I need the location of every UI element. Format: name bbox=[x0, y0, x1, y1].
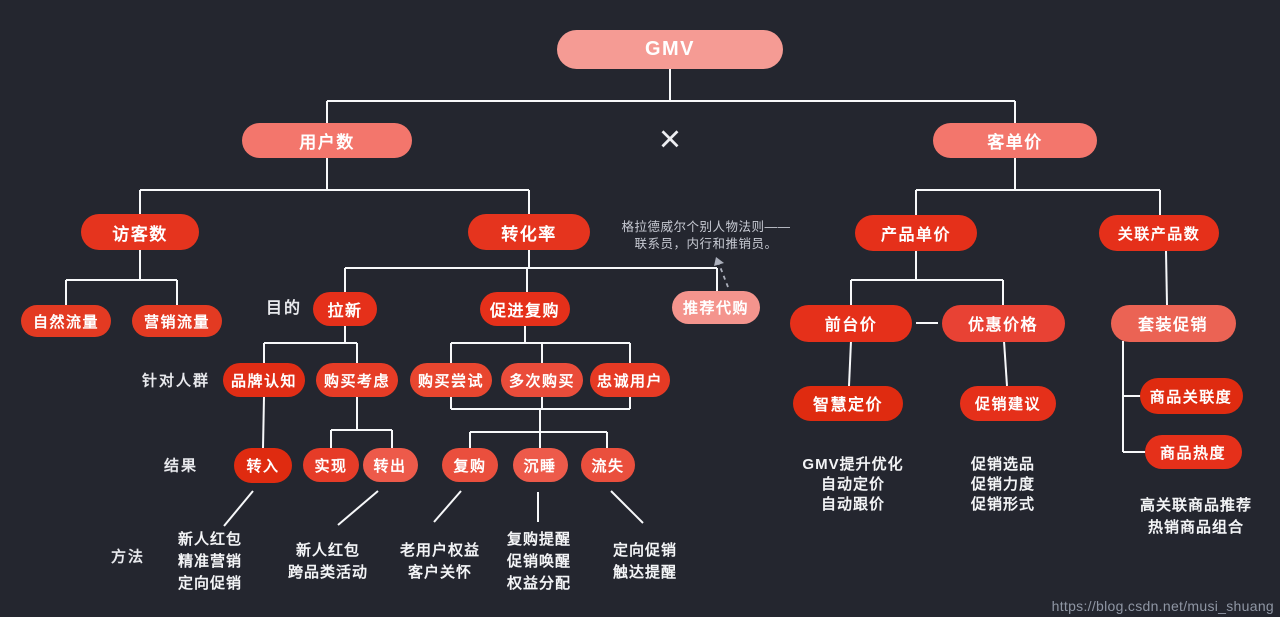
node-transfer-in: 转入 bbox=[234, 447, 292, 483]
node-smart-pricing: 智慧定价 bbox=[793, 385, 903, 421]
node-gmv: GMV bbox=[557, 29, 783, 69]
text-line: 促销形式 bbox=[970, 496, 1036, 513]
node-front-price: 前台价 bbox=[790, 304, 912, 342]
gladwell-annotation-line1: 格拉德威尔个别人物法则—— bbox=[621, 220, 791, 234]
text-block-method-brand: 新人红包跨品类活动 bbox=[288, 540, 368, 584]
node-promote-repurchase: 促进复购 bbox=[480, 292, 570, 326]
node-related-product-count: 关联产品数 bbox=[1099, 215, 1219, 251]
text-line: 自动跟价 bbox=[820, 496, 886, 513]
node-dormant: 沉睡 bbox=[512, 448, 568, 482]
node-realized: 实现 bbox=[303, 448, 359, 482]
gladwell-annotation-line2: 联系员，内行和推销员。 bbox=[634, 237, 778, 251]
text-line: 自动定价 bbox=[820, 476, 886, 493]
text-block-bundle-details: 高关联商品推荐热销商品组合 bbox=[1140, 495, 1252, 539]
row-label-purpose: 目的 bbox=[265, 300, 303, 317]
row-label-method: 方法 bbox=[110, 548, 146, 566]
text-line: GMV提升优化 bbox=[802, 456, 904, 473]
text-line: 老用户权益 bbox=[399, 542, 481, 559]
row-label-result: 结果 bbox=[163, 457, 199, 475]
node-conversion-rate: 转化率 bbox=[468, 214, 590, 250]
node-repeat-purchase: 多次购买 bbox=[501, 363, 583, 397]
text-line: 精准营销 bbox=[177, 553, 243, 570]
node-loyal-users: 忠诚用户 bbox=[590, 363, 670, 397]
node-promotion-advice: 促销建议 bbox=[960, 385, 1056, 421]
node-repurchase: 复购 bbox=[442, 448, 498, 482]
text-block-method-acquisition: 新人红包精准营销定向促销 bbox=[178, 529, 242, 595]
text-block-method-repurchase: 复购提醒促销唤醒权益分配 bbox=[507, 529, 571, 595]
text-line: 定向促销 bbox=[612, 542, 678, 559]
node-user-count: 用户数 bbox=[242, 122, 412, 158]
text-line: 促销唤醒 bbox=[506, 553, 572, 570]
text-line: 触达提醒 bbox=[612, 564, 678, 581]
multiply-operator: × bbox=[658, 118, 682, 161]
node-organic-traffic: 自然流量 bbox=[21, 305, 111, 337]
node-churn: 流失 bbox=[581, 448, 635, 482]
node-product-relatedness: 商品关联度 bbox=[1139, 378, 1243, 414]
gladwell-annotation: 格拉德威尔个别人物法则—— 联系员，内行和推销员。 bbox=[621, 219, 790, 253]
node-marketing-traffic: 营销流量 bbox=[132, 305, 222, 337]
text-line: 新人红包 bbox=[177, 531, 243, 548]
row-label-target-group: 针对人群 bbox=[141, 372, 211, 390]
text-block-method-churn: 定向促销触达提醒 bbox=[613, 540, 677, 584]
node-product-popularity: 商品热度 bbox=[1144, 435, 1242, 469]
text-line: 权益分配 bbox=[506, 575, 572, 592]
node-purchase-trial: 购买尝试 bbox=[410, 363, 492, 397]
node-transfer-out: 转出 bbox=[362, 448, 418, 482]
node-acquire-new: 拉新 bbox=[313, 292, 377, 326]
node-referral-purchase: 推荐代购 bbox=[672, 290, 760, 324]
text-block-method-trial: 老用户权益客户关怀 bbox=[400, 540, 480, 584]
text-block-smart-pricing-details: GMV提升优化自动定价自动跟价 bbox=[802, 455, 903, 515]
text-line: 热销商品组合 bbox=[1147, 519, 1245, 536]
node-purchase-consideration: 购买考虑 bbox=[316, 363, 398, 397]
text-line: 定向促销 bbox=[177, 575, 243, 592]
text-line: 高关联商品推荐 bbox=[1139, 497, 1253, 514]
node-brand-awareness: 品牌认知 bbox=[223, 363, 305, 397]
text-line: 新人红包 bbox=[295, 542, 361, 559]
text-line: 复购提醒 bbox=[506, 531, 572, 548]
node-avg-order-value: 客单价 bbox=[933, 122, 1097, 158]
node-bundle-promotion: 套装促销 bbox=[1110, 304, 1236, 342]
text-line: 客户关怀 bbox=[407, 564, 473, 581]
node-product-unit-price: 产品单价 bbox=[855, 215, 977, 251]
text-line: 促销选品 bbox=[970, 456, 1036, 473]
text-line: 跨品类活动 bbox=[287, 564, 369, 581]
csdn-watermark-url: https://blog.csdn.net/musi_shuang bbox=[1051, 598, 1274, 614]
text-block-promotion-advice-details: 促销选品促销力度促销形式 bbox=[971, 455, 1035, 515]
node-discount-price: 优惠价格 bbox=[941, 304, 1065, 342]
node-visitor-count: 访客数 bbox=[81, 214, 199, 250]
text-line: 促销力度 bbox=[970, 476, 1036, 493]
